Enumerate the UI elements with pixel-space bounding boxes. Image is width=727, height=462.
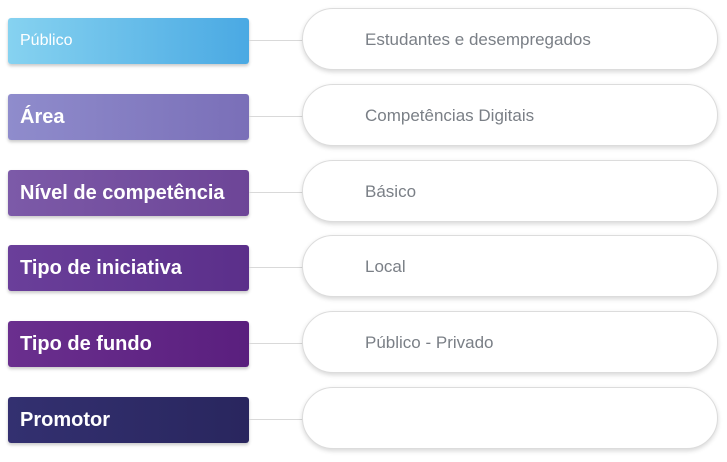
- value-pill-publico: Estudantes e desempregados: [302, 8, 718, 70]
- row-tipo-fundo: Tipo de fundo Público - Privado: [0, 311, 727, 377]
- row-nivel: Nível de competência Básico: [0, 160, 727, 226]
- row-area: Área Competências Digitais: [0, 84, 727, 150]
- value-area: Competências Digitais: [365, 106, 535, 125]
- value-pill-nivel: Básico: [302, 160, 718, 222]
- label-promotor: Promotor: [8, 397, 249, 443]
- value-nivel: Básico: [365, 182, 417, 201]
- label-area-text: Área: [20, 105, 65, 128]
- label-nivel: Nível de competência: [8, 170, 249, 216]
- value-pill-tipo-iniciativa: Local: [302, 235, 718, 297]
- label-area: Área: [8, 94, 249, 140]
- row-promotor: Promotor: [0, 387, 727, 453]
- value-publico: Estudantes e desempregados: [365, 30, 591, 49]
- connector-line: [249, 116, 303, 117]
- row-publico: Público Estudantes e desempregados: [0, 8, 727, 74]
- connector-line: [249, 419, 303, 420]
- value-pill-promotor: [302, 387, 718, 449]
- label-promotor-text: Promotor: [20, 408, 110, 431]
- label-tipo-iniciativa-text: Tipo de iniciativa: [20, 256, 182, 279]
- label-tipo-fundo-text: Tipo de fundo: [20, 332, 152, 355]
- value-tipo-fundo: Público - Privado: [365, 333, 494, 352]
- value-tipo-iniciativa: Local: [365, 257, 406, 276]
- connector-line: [249, 192, 303, 193]
- connector-line: [249, 343, 303, 344]
- connector-line: [249, 267, 303, 268]
- label-nivel-text: Nível de competência: [20, 181, 225, 204]
- label-tipo-iniciativa: Tipo de iniciativa: [8, 245, 249, 291]
- connector-line: [249, 40, 303, 41]
- value-pill-area: Competências Digitais: [302, 84, 718, 146]
- value-pill-tipo-fundo: Público - Privado: [302, 311, 718, 373]
- label-publico-text: Público: [20, 32, 73, 49]
- label-publico: Público: [8, 18, 249, 64]
- label-tipo-fundo: Tipo de fundo: [8, 321, 249, 367]
- row-tipo-iniciativa: Tipo de iniciativa Local: [0, 235, 727, 301]
